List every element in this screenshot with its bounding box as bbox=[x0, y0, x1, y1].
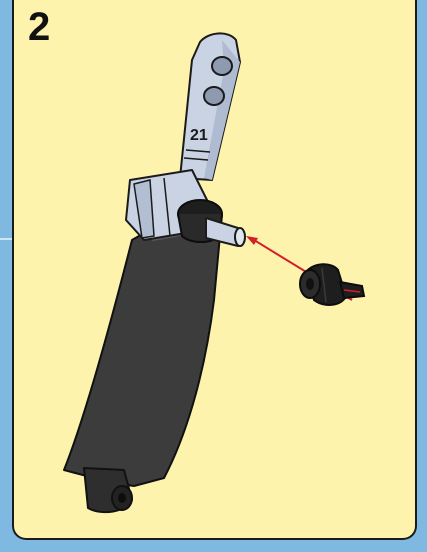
step-panel: 2 21 bbox=[12, 0, 417, 540]
curved-panel-part bbox=[64, 214, 222, 512]
page-edge-mark bbox=[0, 238, 12, 240]
black-bushing-part bbox=[300, 264, 364, 305]
beam-label: 21 bbox=[190, 127, 208, 144]
liftarm-beam-part: 21 bbox=[180, 33, 240, 180]
build-step-illustration: 21 bbox=[14, 0, 417, 540]
